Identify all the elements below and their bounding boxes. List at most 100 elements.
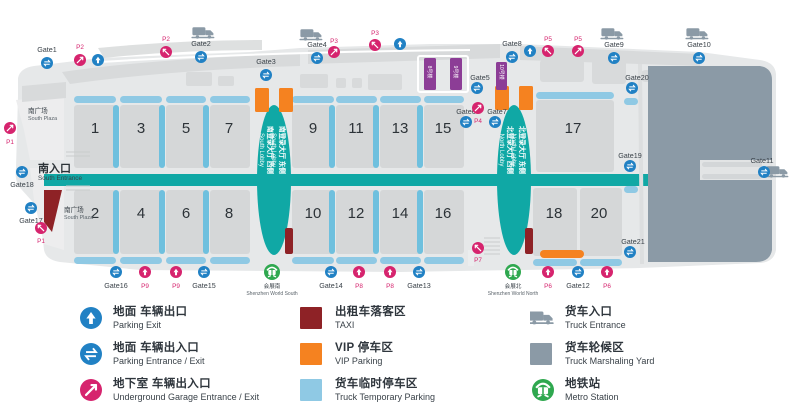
truck-icon: [299, 29, 323, 41]
underground-garage-icon: [472, 102, 484, 114]
gate-label: Gate18: [10, 180, 34, 189]
gate-marker[interactable]: Gate3: [256, 57, 276, 81]
legend-item-cn: 地面 车辆出入口: [113, 341, 200, 354]
parking-marker[interactable]: P4: [472, 102, 484, 125]
parking-marker[interactable]: P9: [139, 266, 151, 290]
legend-item-en: TAXI: [335, 320, 355, 331]
parking-exit-icon: [542, 266, 554, 278]
gate-marker[interactable]: Gate12: [566, 266, 590, 290]
place-label-en: South Entrance: [38, 175, 83, 182]
gate-label: Gate12: [566, 281, 590, 290]
lobby-label-cn: 南登录大厅 东侧: [278, 126, 287, 174]
place-label-cn: 南入口: [38, 161, 71, 175]
gate-marker[interactable]: Gate17: [19, 202, 43, 225]
parking-entrance-exit-icon: [110, 266, 122, 278]
parking-marker[interactable]: P2: [160, 36, 172, 58]
legend-item-cn: 货车轮候区: [565, 341, 624, 354]
parking-entrance-exit-icon: [16, 166, 28, 178]
gate-marker[interactable]: Gate2: [191, 39, 211, 63]
parking-marker[interactable]: P7: [472, 242, 484, 264]
place-label-en: South Plaza: [64, 215, 93, 221]
gate-label: Gate11: [750, 156, 773, 165]
parking-label: P3: [371, 30, 379, 37]
gate-marker[interactable]: Gate15: [192, 266, 216, 290]
gate-marker[interactable]: Gate11: [750, 156, 774, 178]
truck-icon: [191, 27, 215, 39]
parking-label: P4: [474, 118, 482, 125]
parking-entrance-exit-icon: [311, 52, 323, 64]
hall-number: 9: [309, 120, 317, 137]
parking-exit-marker[interactable]: [394, 38, 406, 50]
gate-label: Gate6: [456, 107, 476, 116]
hall-number: 17: [565, 120, 582, 137]
parking-marker[interactable]: P8: [353, 266, 365, 290]
parking-marker[interactable]: P2: [74, 44, 86, 66]
gate-marker[interactable]: Gate16: [104, 266, 128, 290]
gate-marker[interactable]: Gate13: [407, 266, 431, 290]
gate-marker[interactable]: Gate18: [10, 166, 34, 189]
gate-marker[interactable]: Gate7: [487, 107, 507, 128]
gate-label: Gate13: [407, 281, 431, 290]
gate-marker[interactable]: Gate4: [307, 40, 327, 64]
parking-entrance-exit-icon: [25, 202, 37, 214]
gate-marker[interactable]: Gate9: [604, 40, 624, 64]
legend-item-en: Metro Station: [565, 392, 619, 403]
parking-marker[interactable]: P1: [4, 122, 16, 146]
gate-marker[interactable]: Gate1: [37, 45, 57, 69]
gate-marker[interactable]: Gate5: [470, 73, 490, 94]
parking-marker[interactable]: P3: [369, 30, 381, 51]
gate-marker[interactable]: Gate19: [618, 151, 642, 172]
parking-exit-marker[interactable]: [524, 45, 536, 57]
lobby-label-cn: 北登录大厅 西侧: [506, 126, 515, 174]
parking-marker[interactable]: P6: [601, 266, 613, 290]
gate-label: Gate5: [470, 73, 490, 82]
gate-marker[interactable]: Gate21: [621, 237, 645, 258]
lobby-label-en: North Lobby: [510, 134, 516, 167]
standalone-arrow-group[interactable]: [92, 38, 536, 66]
gate-marker[interactable]: Gate10: [687, 40, 711, 64]
parking-label: P2: [76, 44, 84, 51]
legend-item-en: Truck Marshaling Yard: [565, 356, 655, 367]
underground-garage-icon: [369, 39, 381, 51]
parking-marker[interactable]: P6: [542, 266, 554, 290]
parking-entrance-exit-icon: [325, 266, 337, 278]
gate-marker[interactable]: Gate6: [456, 107, 476, 128]
vip-parking-swatch-icon: [300, 341, 326, 367]
parking-marker[interactable]: P5: [542, 36, 554, 57]
underground-garage-icon: [328, 46, 340, 58]
gate-marker[interactable]: Gate14: [319, 266, 343, 290]
lobby-label-en: North Lobby: [498, 134, 504, 167]
gate-label: Gate16: [104, 281, 128, 290]
parking-marker[interactable]: P3: [328, 38, 340, 58]
parking-entrance-exit-icon: [198, 266, 210, 278]
truck-temporary-parking-strips: [74, 92, 638, 266]
parking-entrance-exit-icon: [489, 116, 501, 128]
parking-exit-icon: [353, 266, 365, 278]
parking-marker[interactable]: P8: [384, 266, 396, 290]
parking-marker[interactable]: P9: [170, 266, 182, 290]
legend-item: 货车轮候区 Truck Marshaling Yard: [530, 341, 654, 367]
hall-number: 18: [546, 205, 563, 222]
parking-marker[interactable]: P1: [35, 222, 47, 245]
place-label-cn: 南广场: [64, 205, 84, 214]
parking-marker[interactable]: P5: [572, 36, 584, 57]
gate-label: Gate2: [191, 39, 211, 48]
hall-number: 3: [137, 120, 145, 137]
gate-marker[interactable]: Gate8: [502, 39, 522, 63]
underground-garage-icon: [78, 377, 104, 403]
parking-exit-marker[interactable]: [92, 54, 104, 66]
hall-number: 15: [435, 120, 452, 137]
gate-marker[interactable]: Gate20: [625, 73, 649, 94]
metro-icon: [264, 264, 280, 280]
truck-icon: [527, 305, 556, 331]
